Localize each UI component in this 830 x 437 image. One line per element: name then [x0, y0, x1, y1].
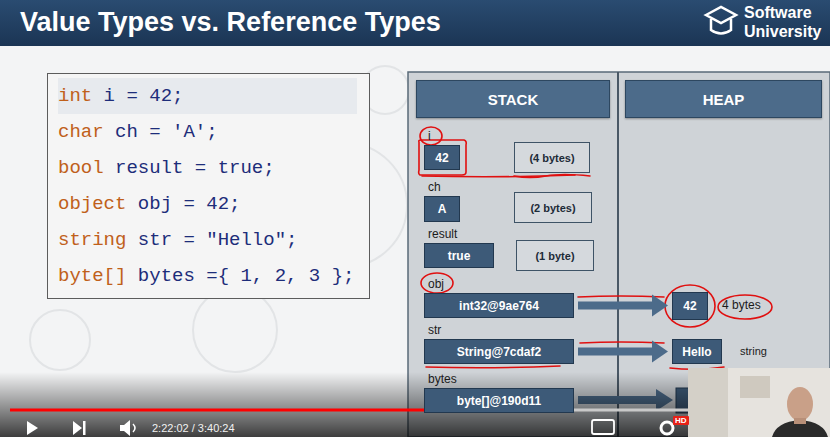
webcam-frame [688, 368, 830, 437]
red-annotation [420, 127, 442, 145]
red-annotation [419, 140, 467, 175]
time-display: 2:22:02 / 3:40:24 [152, 422, 235, 435]
size-box: (2 bytes) [514, 192, 592, 223]
code-text: bool result = true; [58, 157, 275, 179]
variable-name: obj [428, 277, 444, 291]
code-keyword: string [58, 229, 126, 251]
slide-title: Value Types vs. Reference Types [20, 7, 441, 38]
pointer-arrow [578, 295, 668, 317]
code-keyword: object [58, 193, 126, 215]
code-rest: bytes ={ 1, 2, 3 }; [126, 265, 354, 287]
red-annotation [580, 342, 664, 343]
red-annotation [665, 285, 715, 327]
arrow-head [652, 295, 668, 317]
size-note: 4 bytes [722, 299, 761, 313]
header-text: STACK [488, 91, 539, 108]
code-line: char ch = 'A'; [58, 114, 357, 150]
code-text: string str = "Hello"; [58, 229, 297, 251]
pointer-arrow [578, 341, 668, 363]
code-text: char ch = 'A'; [58, 121, 218, 143]
captions-icon [592, 420, 614, 434]
code-line: bool result = true; [58, 150, 357, 186]
arrow-shaft [578, 302, 652, 310]
variable-name: bytes [428, 372, 457, 386]
play-icon [27, 421, 38, 435]
size-box: (4 bytes) [514, 142, 590, 173]
value-text: 42 [435, 151, 448, 165]
volume-icon [120, 420, 130, 436]
red-annotation [514, 175, 590, 178]
value-text: (4 bytes) [529, 152, 574, 164]
value-box: i42 [424, 145, 460, 170]
value-box: resulttrue [424, 243, 494, 268]
arrow-shaft [578, 348, 652, 356]
type-note: string [740, 345, 767, 358]
variable-name: ch [428, 180, 441, 194]
code-text: object obj = 42; [58, 193, 240, 215]
settings-icon [661, 422, 673, 434]
arrow-head [652, 341, 668, 363]
next-icon [73, 421, 82, 435]
red-annotation [426, 366, 560, 368]
code-rest: obj = 42; [126, 193, 240, 215]
variable-name: i [428, 129, 431, 143]
quality-badge: HD [673, 416, 689, 425]
logo-text: University [744, 23, 821, 41]
red-annotation [718, 295, 772, 319]
code-line: byte[] bytes ={ 1, 2, 3 }; [58, 258, 357, 294]
value-text: (1 byte) [535, 250, 574, 262]
value-text: String@7cdaf2 [457, 345, 541, 359]
code-keyword: byte[] [58, 265, 126, 287]
size-box: (1 byte) [516, 240, 594, 271]
code-rest: str = "Hello"; [126, 229, 297, 251]
code-rest: ch = 'A'; [104, 121, 218, 143]
code-keyword: char [58, 121, 104, 143]
code-line: object obj = 42; [58, 186, 357, 222]
value-text: (2 bytes) [530, 202, 575, 214]
webcam-frame [688, 368, 728, 437]
code-line: string str = "Hello"; [58, 222, 357, 258]
logo-text: Software [744, 4, 812, 22]
code-keyword: int [58, 85, 92, 107]
red-annotation [419, 127, 772, 369]
code-text: byte[] bytes ={ 1, 2, 3 }; [58, 265, 354, 287]
memory-header: STACK [416, 80, 610, 118]
value-box: objint32@9ae764 [424, 293, 574, 318]
value-box: chA [424, 196, 460, 222]
volume-icon [133, 424, 135, 432]
value-text: int32@9ae764 [459, 299, 539, 313]
value-box: bytesbyte[]@190d11 [424, 388, 574, 413]
code-listing: int i = 42;char ch = 'A';bool result = t… [47, 73, 370, 299]
webcam-frame [740, 376, 770, 398]
webcam-person [787, 387, 813, 421]
code-rest: i = 42; [92, 85, 183, 107]
webcam-person [794, 418, 806, 424]
value-text: byte[]@190d11 [457, 394, 541, 408]
red-annotation [578, 296, 664, 297]
code-keyword: bool [58, 157, 104, 179]
value-box: Hello [672, 339, 722, 364]
code-rest: result = true; [104, 157, 275, 179]
code-line: int i = 42; [58, 78, 357, 114]
memory-header: HEAP [625, 80, 822, 118]
variable-name: result [428, 227, 457, 241]
deco-circle [30, 310, 90, 370]
header-text: HEAP [703, 91, 745, 108]
value-text: Hello [682, 345, 711, 359]
value-box: strString@7cdaf2 [424, 339, 574, 364]
code-text: int i = 42; [58, 85, 183, 107]
value-box: 42 [672, 292, 708, 320]
value-text: 42 [683, 299, 696, 313]
value-text: true [448, 249, 471, 263]
value-text: A [438, 202, 447, 216]
logo-icon [711, 19, 731, 34]
next-icon [83, 421, 86, 435]
variable-name: str [428, 323, 441, 337]
red-annotation [421, 273, 453, 293]
deco-circle [193, 288, 277, 372]
